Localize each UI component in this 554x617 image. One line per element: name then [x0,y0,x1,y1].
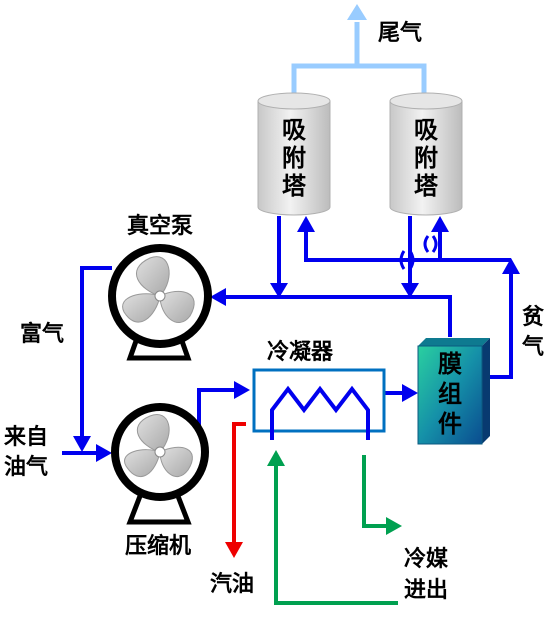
oil-gas-label-line-2: 油气 [4,454,48,480]
tower-right-char-2: 附 [414,144,438,172]
tail-gas-arrow [347,4,367,20]
condenser [252,368,386,440]
arrow-into-membrane [402,384,418,402]
tower-left-char-2: 附 [282,144,306,172]
vacuum-pump [108,244,212,361]
condenser-label: 冷凝器 [267,339,334,365]
membrane-char-1: 膜 [437,350,462,378]
rich-gas-label: 富气 [20,321,64,347]
lean-gas-label-line-1: 贫 [522,304,544,330]
arrow-right-tower-down [401,283,419,298]
adsorption-tower-right: 吸 附 塔 [389,92,463,216]
gasoline-label: 汽油 [210,571,254,597]
arrow-lean-gas-up [502,258,520,274]
tower-left-char-1: 吸 [282,116,306,144]
refrigerant-out-arrow [386,517,402,535]
membrane-char-3: 件 [438,410,462,438]
vacuum-pump-fan-icon [122,256,195,323]
oil-gas-label-line-1: 来自 [3,424,48,450]
tower-right-char-3: 塔 [414,172,439,200]
gasoline-line [232,422,246,545]
arrow-rich-gas-down [73,436,91,452]
tower-right-char-1: 吸 [414,116,438,144]
tail-gas-line [291,22,427,97]
arrow-to-tower-left [297,216,315,232]
arrow-into-condenser [234,381,250,399]
refrigerant-label-line-2: 进出 [404,578,448,603]
arrow-oil-gas-in [96,444,112,462]
arrow-left-tower-down [270,283,288,298]
compressor [111,403,209,525]
refrigerant-label-line-1: 冷媒 [404,546,449,572]
tower-left-char-3: 塔 [282,172,307,200]
membrane-module: 膜 组 件 [417,338,490,445]
membrane-char-2: 组 [438,380,462,408]
vacuum-pump-label: 真空泵 [127,213,193,239]
refrigerant-in-arrow [267,450,285,466]
lean-gas-label-line-2: 气 [521,334,544,360]
compressor-label: 压缩机 [125,533,191,559]
arrow-to-tower-right [431,216,449,232]
gasoline-arrow [225,542,243,558]
adsorption-tower-left: 吸 附 塔 [257,92,331,216]
arrow-into-vacuum-pump [210,288,226,306]
refrigerant-lines [274,455,398,605]
tail-gas-label: 尾气 [378,20,422,46]
pipe-crossover [399,235,438,270]
compressor-fan-icon [124,414,193,478]
